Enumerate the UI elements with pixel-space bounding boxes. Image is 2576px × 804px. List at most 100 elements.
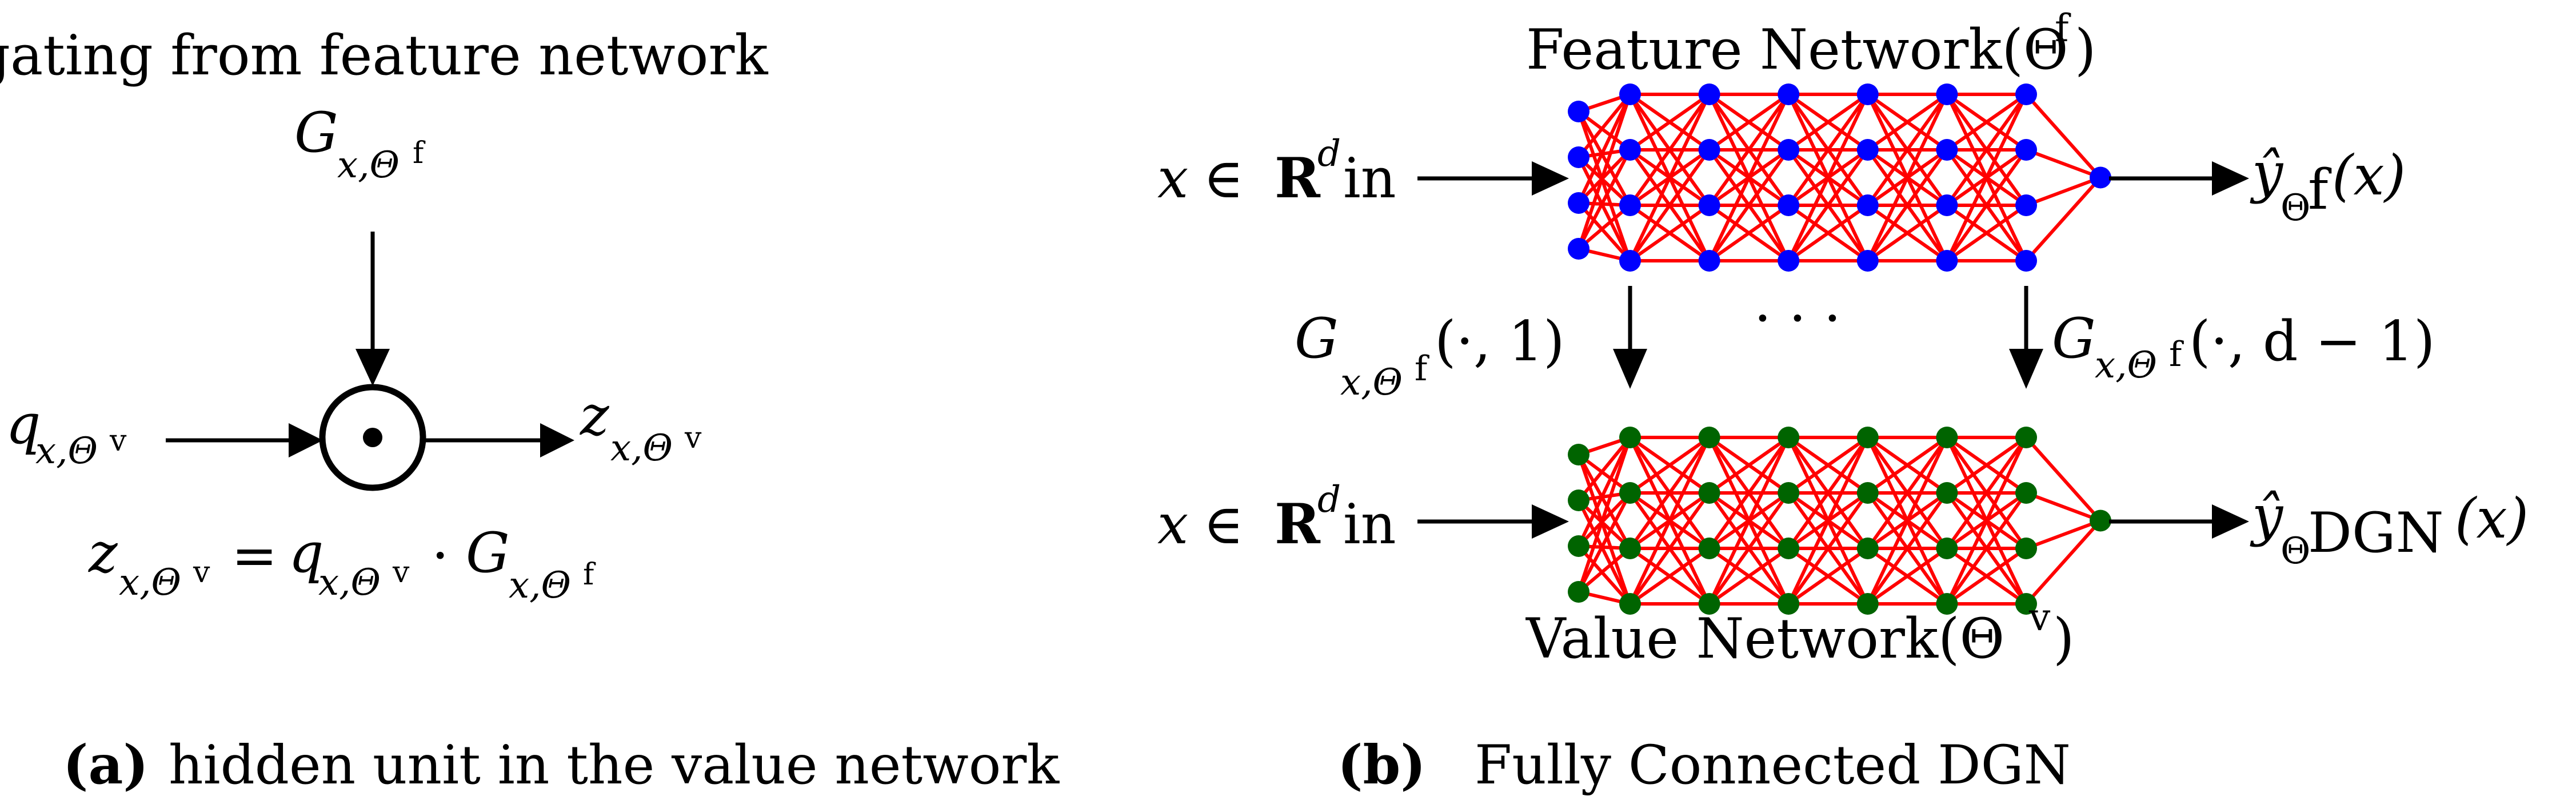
gate-label: G x,Θ f bbox=[294, 101, 426, 186]
feature-network-node bbox=[1778, 194, 1800, 216]
feature-network-edge bbox=[1577, 156, 1632, 207]
value-network-edge bbox=[1707, 436, 1790, 605]
value-network-node bbox=[2090, 510, 2111, 532]
input-top-x: x bbox=[1157, 146, 1188, 210]
input-symbol: q bbox=[6, 392, 41, 456]
value-network-edge bbox=[1577, 454, 1632, 604]
feature-network-edge bbox=[2024, 176, 2102, 262]
eq-lhs: z bbox=[88, 521, 118, 585]
value-network-edge bbox=[1866, 492, 1948, 605]
feature-network-edge bbox=[1946, 204, 2027, 262]
value-network-node bbox=[1698, 538, 1720, 559]
feature-network-node bbox=[1856, 83, 1879, 105]
value-network-edge bbox=[1946, 547, 2027, 606]
value-title-text: Value Network(Θ bbox=[1525, 607, 2004, 671]
eq-lhs-sub: x,Θ bbox=[119, 562, 181, 604]
value-network-title: Value Network(Θ v ) bbox=[1525, 595, 2074, 671]
feature-network-node bbox=[1568, 101, 1589, 122]
input-top-subsup: in bbox=[1343, 146, 1396, 210]
feature-network-edge bbox=[1628, 149, 1711, 262]
value-network-edge bbox=[1787, 436, 1870, 605]
value-network-edge bbox=[1629, 547, 1711, 606]
value-network-node bbox=[2015, 482, 2037, 504]
ellipsis: · · · bbox=[1754, 286, 1842, 351]
value-network-nodes bbox=[1568, 427, 2111, 615]
output-top-label: ŷ Θ f (x) bbox=[2250, 141, 2406, 229]
output-bottom-arg: (x) bbox=[2455, 487, 2529, 551]
value-network-edge bbox=[1708, 547, 1790, 606]
feature-network-edge bbox=[1577, 149, 1632, 250]
value-network-node bbox=[1619, 538, 1641, 559]
gate-left-label: G x,Θ f (·, 1) bbox=[1295, 307, 1565, 404]
eq-q-sup: v bbox=[392, 555, 410, 590]
output-subscript: x,Θ bbox=[610, 427, 673, 469]
feature-network-node bbox=[1778, 250, 1800, 272]
value-network-node bbox=[1856, 482, 1879, 504]
gate-left-arrowhead bbox=[1613, 349, 1647, 389]
feature-network-node bbox=[1568, 238, 1589, 260]
gate-left-sub: x,Θ bbox=[1340, 361, 1403, 404]
feature-network-node bbox=[1619, 139, 1641, 161]
caption-a-tag: (a) bbox=[63, 734, 149, 797]
feature-network-node bbox=[1698, 194, 1720, 216]
feature-network-edge bbox=[1577, 93, 1632, 158]
value-network-edge bbox=[1577, 436, 1632, 501]
value-network-node bbox=[1856, 538, 1879, 559]
output-bottom-sub: Θ bbox=[2281, 530, 2310, 572]
feature-network-node bbox=[2015, 139, 2037, 161]
feature-network-node bbox=[1619, 194, 1641, 216]
feature-network-edge bbox=[1577, 204, 1631, 250]
feature-network-node bbox=[2015, 250, 2037, 272]
value-network-node bbox=[1568, 489, 1589, 511]
gate-right-subsup: f bbox=[2169, 335, 2184, 375]
caption-b-tag: (b) bbox=[1337, 734, 1426, 797]
output-superscript: v bbox=[684, 421, 702, 455]
feature-network-edge bbox=[1577, 94, 1632, 249]
hadamard-node-dot bbox=[363, 428, 382, 447]
value-network-node bbox=[1619, 427, 1641, 448]
value-network-edge bbox=[1787, 436, 1869, 495]
gate-arrowhead bbox=[356, 349, 390, 386]
input-subscript: x,Θ bbox=[35, 430, 98, 472]
gate-right-arg: (·, d − 1) bbox=[2189, 309, 2435, 373]
output-bottom-label: ŷ Θ DGN (x) bbox=[2250, 484, 2529, 572]
value-network-edges bbox=[1577, 436, 2102, 606]
input-arrowhead bbox=[289, 423, 323, 457]
eq-g-sup: f bbox=[583, 558, 596, 592]
value-network-edge bbox=[1866, 436, 1948, 550]
value-network-node bbox=[1778, 427, 1800, 448]
value-network-edge bbox=[2025, 519, 2102, 550]
value-network-edge bbox=[1867, 547, 1948, 606]
feature-network-edge bbox=[2025, 176, 2102, 207]
value-network-edge bbox=[1708, 436, 1790, 550]
value-network-node bbox=[1936, 482, 1958, 504]
value-network bbox=[1568, 427, 2111, 615]
value-network-edge bbox=[1946, 436, 2027, 495]
output-bottom-y: ŷ bbox=[2250, 484, 2284, 548]
value-network-node bbox=[2015, 427, 2037, 448]
feature-network-edge bbox=[1708, 93, 1790, 206]
feature-network-edge bbox=[1707, 93, 1790, 262]
feature-network-node bbox=[1568, 146, 1589, 168]
value-title-end: ) bbox=[2053, 607, 2074, 671]
value-network-node bbox=[1698, 593, 1720, 615]
value-network-edge bbox=[1577, 499, 1632, 550]
value-network-edge bbox=[1577, 547, 1631, 594]
gate-right-label: G x,Θ f (·, d − 1) bbox=[2052, 307, 2435, 387]
caption-b: (b) Fully Connected DGN bbox=[1337, 734, 2071, 797]
value-network-node bbox=[1619, 593, 1641, 615]
value-network-edge bbox=[1577, 492, 1632, 593]
feature-network-node bbox=[1936, 250, 1958, 272]
feature-network-edge bbox=[1628, 93, 1711, 206]
value-network-edge bbox=[1945, 492, 2028, 605]
value-network-node bbox=[1936, 593, 1958, 615]
output-top-arrowhead bbox=[2212, 161, 2249, 196]
feature-network-edge bbox=[1945, 93, 2028, 206]
output-top-subsup: f bbox=[2308, 158, 2332, 222]
gate-right-sub: x,Θ bbox=[2095, 344, 2157, 387]
feature-network-edges bbox=[1577, 93, 2102, 262]
eq-lhs-sup: v bbox=[193, 555, 210, 590]
gate-superscript: f bbox=[413, 136, 426, 170]
feature-network-edge bbox=[2025, 148, 2102, 180]
feature-network-edge bbox=[1946, 93, 2027, 152]
